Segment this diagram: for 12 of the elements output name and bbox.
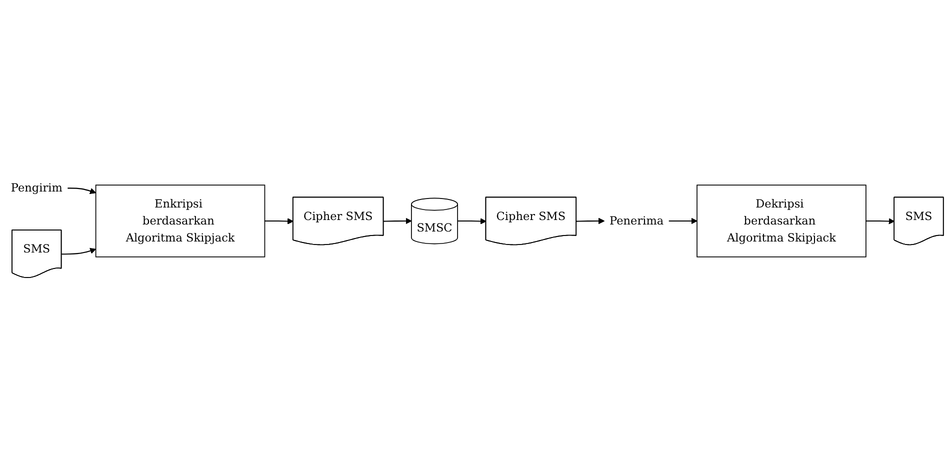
arrow xyxy=(866,218,895,224)
node-box: Dekripsi berdasarkan Algoritma Skipjack xyxy=(696,184,866,258)
arrow xyxy=(62,248,96,255)
arrow xyxy=(576,218,605,224)
node-text: Penerima xyxy=(610,214,664,228)
arrow xyxy=(68,188,96,194)
node-box: Enkripsi berdasarkan Algoritma Skipjack xyxy=(95,184,266,258)
arrow xyxy=(384,218,412,224)
arrow xyxy=(264,218,294,224)
node-text: Pengirim xyxy=(10,181,62,195)
arrow xyxy=(668,218,698,224)
arrow xyxy=(458,218,486,224)
